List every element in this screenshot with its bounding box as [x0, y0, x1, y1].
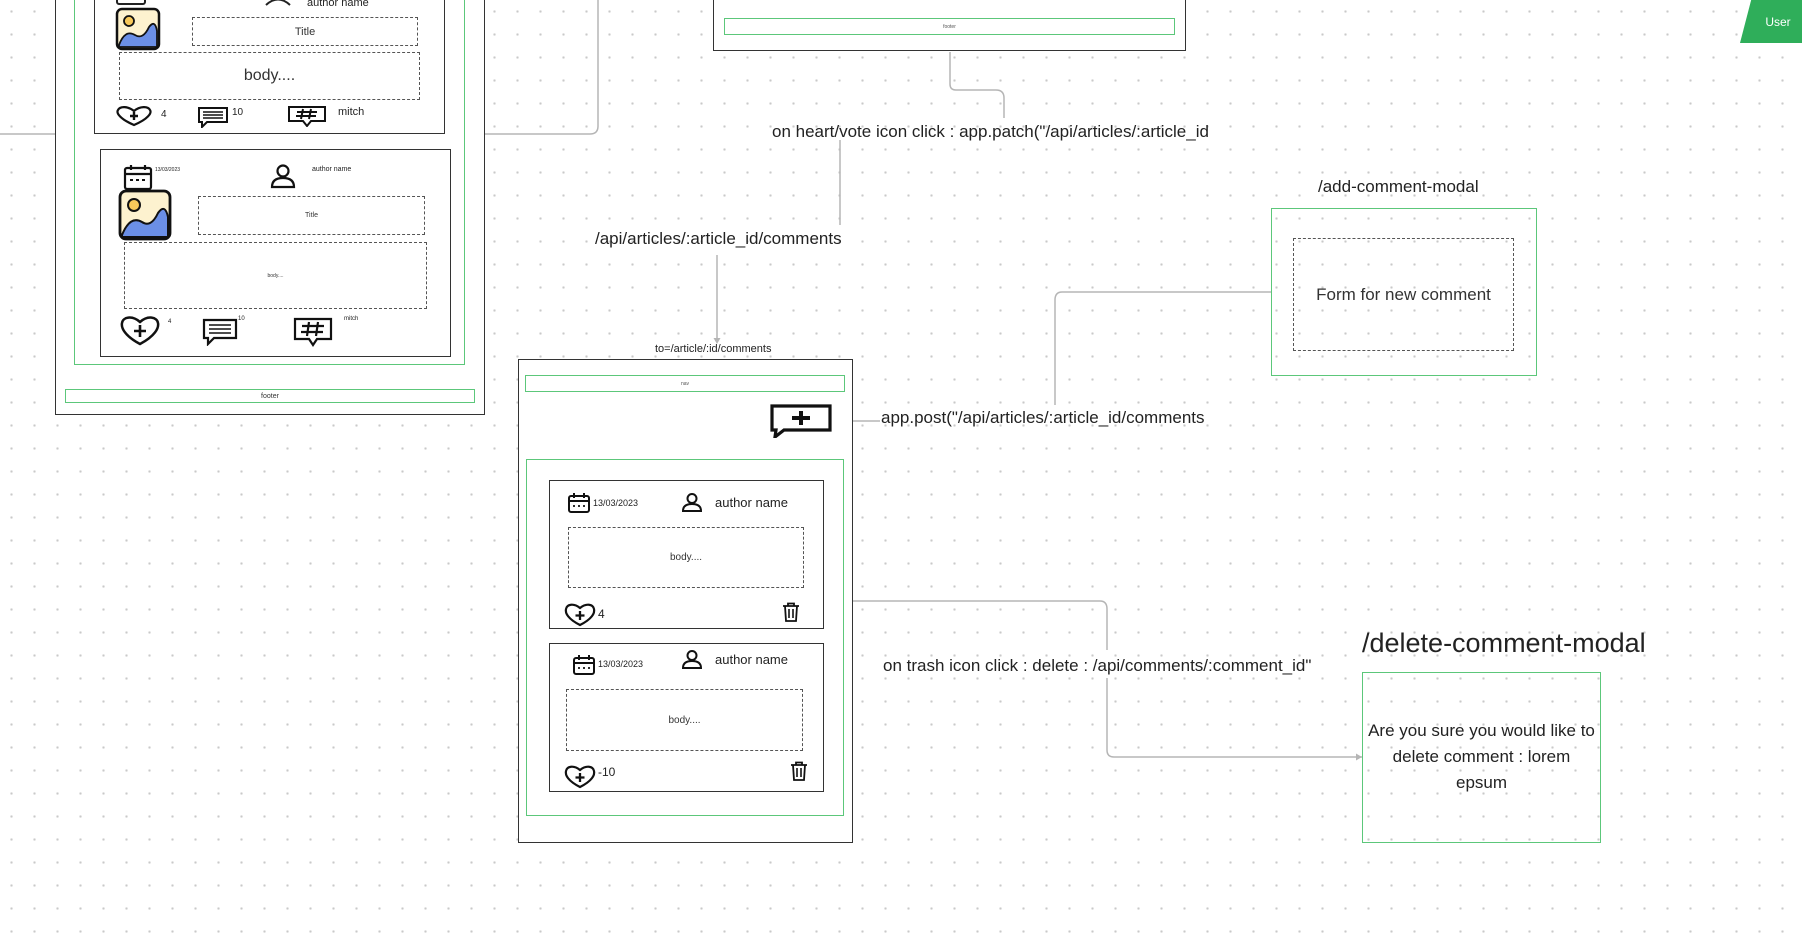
nav-label: nav: [680, 380, 690, 387]
article-footer: footer: [724, 18, 1175, 35]
user-icon: [270, 164, 296, 189]
topic-hash-icon[interactable]: [293, 317, 333, 347]
heart-vote-icon[interactable]: [563, 763, 597, 789]
comment-author: author name: [715, 495, 788, 510]
comments-list-container: [526, 459, 844, 816]
topic-label: mitch: [338, 106, 365, 118]
add-comment-modal-title: /add-comment-modal: [1318, 177, 1479, 196]
user-tab-label: User: [1765, 14, 1791, 29]
calendar-icon: [116, 0, 146, 5]
card-body: body....: [119, 52, 420, 100]
articles-list-container: [74, 0, 465, 365]
comment-count: 10: [238, 316, 245, 322]
topic-label: mitch: [344, 316, 359, 322]
calendar-icon: [568, 493, 590, 513]
calendar-icon: [573, 655, 595, 675]
vote-count: 4: [168, 319, 172, 325]
calendar-icon: [123, 165, 153, 191]
footer-label: footer: [261, 392, 279, 400]
comment-body: body....: [566, 689, 803, 751]
user-icon: [681, 650, 703, 669]
heart-vote-icon[interactable]: [563, 601, 597, 627]
add-comment-icon[interactable]: [770, 404, 832, 438]
card-title: Title: [192, 17, 418, 46]
card-body: body....: [124, 242, 427, 309]
delete-confirm-message: Are you sure you would like to delete co…: [1368, 721, 1595, 792]
user-icon: [681, 493, 703, 512]
card-author: author name: [307, 0, 369, 9]
new-comment-form[interactable]: Form for new comment: [1293, 238, 1514, 351]
delete-comment-modal: [1362, 672, 1601, 843]
patch-vote-annotation: on heart/vote icon click : app.patch("/a…: [772, 122, 1209, 141]
footer-label: footer: [943, 23, 956, 30]
add-comment-modal: [1271, 208, 1537, 376]
card-title: Title: [198, 196, 425, 235]
article-view-frame: [713, 0, 1186, 51]
vote-count: 4: [161, 109, 167, 120]
trash-icon[interactable]: [782, 602, 800, 622]
comment-date: 13/03/2023: [593, 498, 639, 508]
comment-body: body....: [568, 527, 804, 588]
heart-vote-icon[interactable]: [114, 105, 154, 127]
card-date: 13/03/2023: [155, 167, 181, 173]
comment-vote-count: -10: [598, 765, 616, 779]
user-tab[interactable]: User: [1740, 0, 1802, 43]
delete-comment-annotation: on trash icon click : delete : /api/comm…: [883, 656, 1312, 675]
get-comments-annotation: /api/articles/:article_id/comments: [595, 229, 842, 248]
comment-icon[interactable]: [202, 318, 238, 346]
comment-count: 10: [232, 107, 244, 118]
delete-confirm-text: Are you sure you would like to delete co…: [1367, 700, 1596, 814]
heart-vote-icon[interactable]: [119, 313, 161, 347]
comment-date: 13/03/2023: [598, 659, 644, 669]
topic-hash-icon[interactable]: [287, 105, 327, 127]
image-icon: [118, 189, 172, 241]
card-author: author name: [312, 166, 352, 173]
trash-icon[interactable]: [790, 761, 808, 781]
comments-nav: nav: [525, 375, 845, 392]
post-comment-annotation: app.post("/api/articles/:article_id/comm…: [881, 408, 1205, 427]
image-icon: [115, 7, 161, 51]
comment-vote-count: 4: [598, 607, 605, 621]
comments-route-label: to=/article/:id/comments: [655, 343, 772, 355]
comment-icon[interactable]: [197, 106, 229, 128]
delete-comment-modal-title: /delete-comment-modal: [1362, 628, 1646, 658]
articles-footer: footer: [65, 389, 475, 403]
user-icon: [265, 0, 291, 6]
comment-author: author name: [715, 652, 788, 667]
